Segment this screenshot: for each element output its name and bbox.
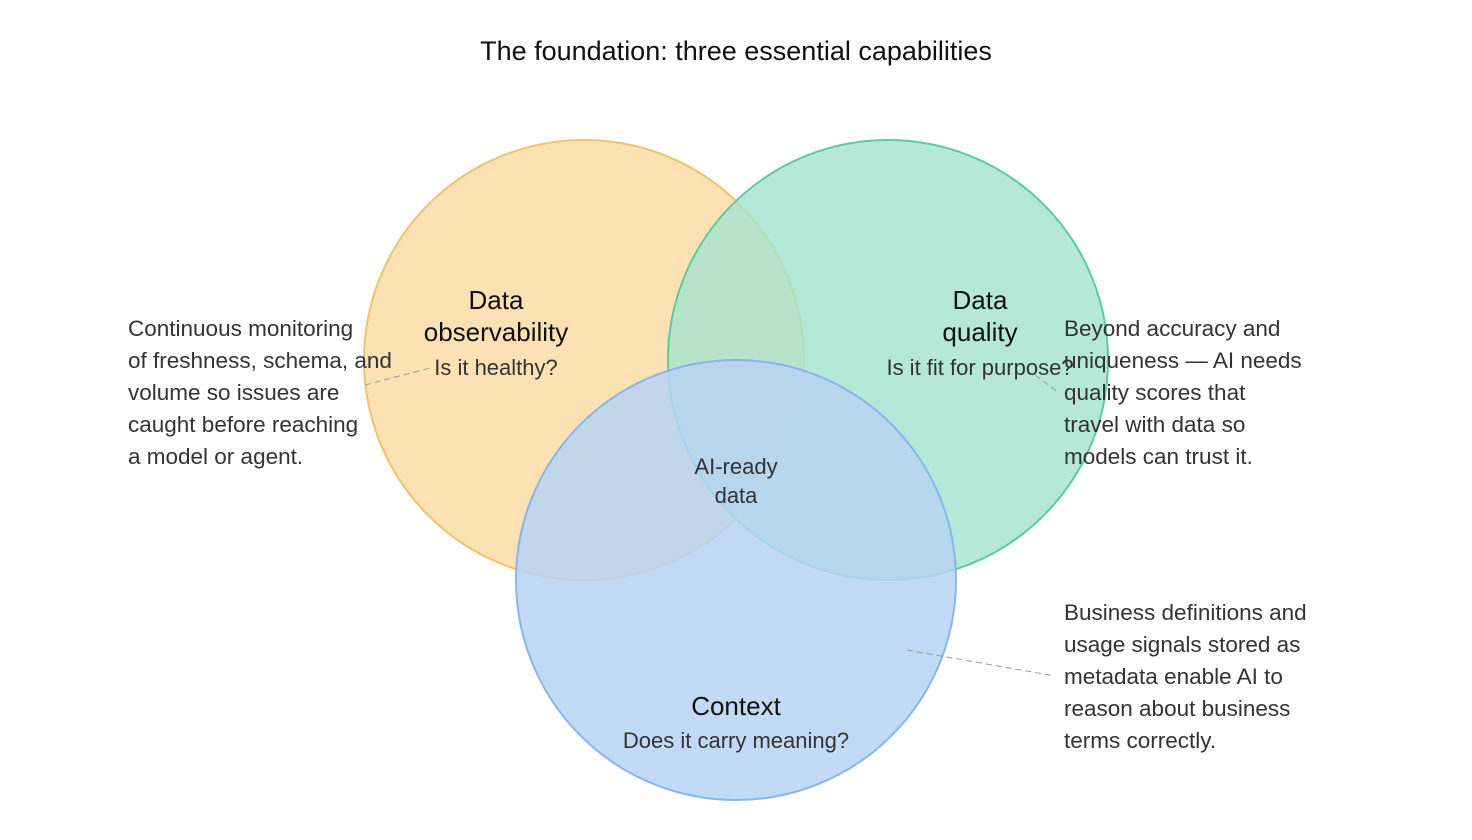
context-note-line: reason about business <box>1064 696 1290 721</box>
quality-note-line: travel with data so <box>1064 412 1245 437</box>
quality-note-line: models can trust it. <box>1064 444 1253 469</box>
observability-title-line-2: observability <box>424 317 569 347</box>
center-label-line-2: data <box>715 483 759 508</box>
observability-subtitle: Is it healthy? <box>434 355 558 380</box>
context-subtitle: Does it carry meaning? <box>623 728 849 753</box>
observability-note-line: a model or agent. <box>128 444 303 469</box>
context-title: Context <box>691 691 781 721</box>
observability-note-line: volume so issues are <box>128 380 339 405</box>
observability-title-line-1: Data <box>469 285 524 315</box>
observability-note: Continuous monitoring of freshness, sche… <box>128 316 392 469</box>
quality-leader-line <box>1034 374 1059 393</box>
context-note: Business definitions and usage signals s… <box>1064 600 1307 753</box>
context-leader-line <box>906 649 1056 677</box>
quality-note-line: uniqueness — AI needs <box>1064 348 1302 373</box>
context-circle <box>515 359 957 801</box>
quality-title-line-2: quality <box>942 317 1017 347</box>
quality-note-line: Beyond accuracy and <box>1064 316 1280 341</box>
center-label-line-1: AI-ready <box>694 454 777 479</box>
quality-subtitle: Is it fit for purpose? <box>886 355 1073 380</box>
quality-note: Beyond accuracy and uniqueness — AI need… <box>1064 316 1302 469</box>
context-note-line: usage signals stored as <box>1064 632 1300 657</box>
observability-note-line: of freshness, schema, and <box>128 348 392 373</box>
quality-title-line-1: Data <box>953 285 1008 315</box>
context-note-line: terms correctly. <box>1064 728 1216 753</box>
quality-note-line: quality scores that <box>1064 380 1246 405</box>
diagram-title: The foundation: three essential capabili… <box>480 36 992 66</box>
context-note-line: metadata enable AI to <box>1064 664 1283 689</box>
context-note-line: Business definitions and <box>1064 600 1307 625</box>
observability-note-line: Continuous monitoring <box>128 316 353 341</box>
observability-note-line: caught before reaching <box>128 412 358 437</box>
observability-leader-line <box>364 367 431 386</box>
